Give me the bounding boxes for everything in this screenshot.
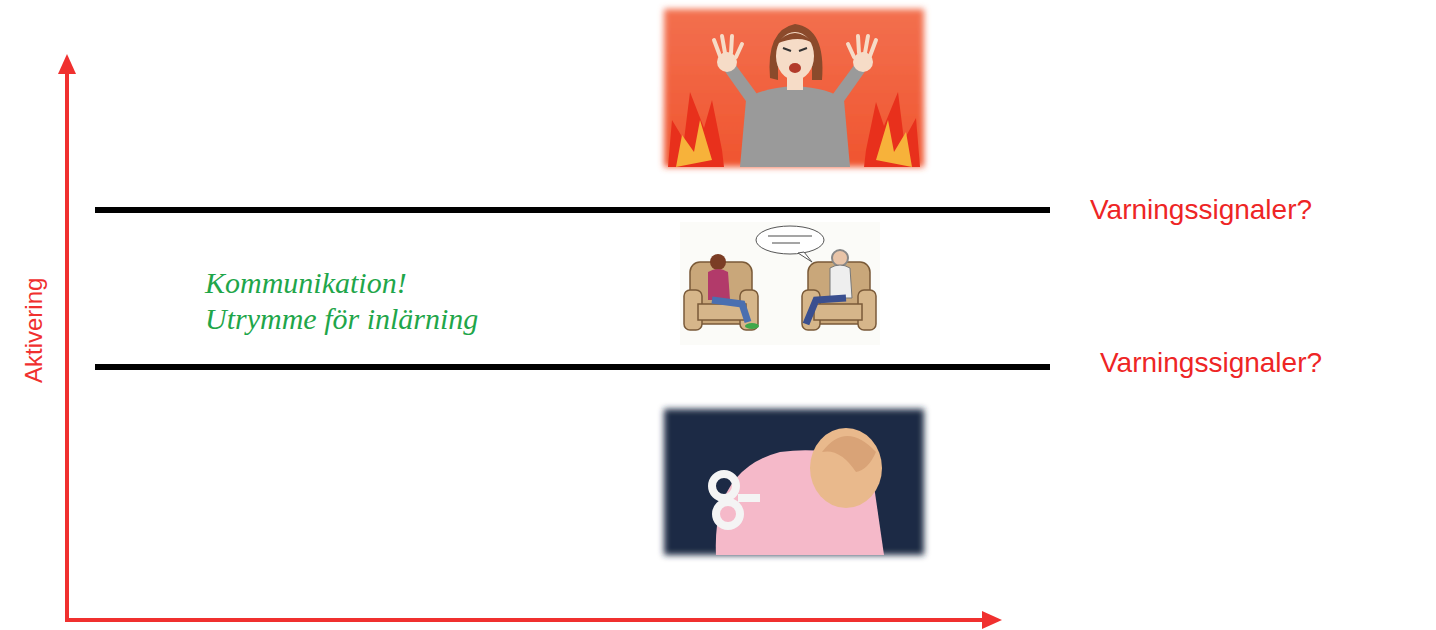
axis-title: Aktivering [22,277,46,382]
note-text: Kommunikation! [205,268,407,298]
warning-label: Varningssignaler? [1100,349,1322,377]
arrow-head [982,611,1002,629]
note-text: Utrymme för inlärning [205,304,478,334]
therapy-conversation-picture [680,222,880,345]
warning-label: Varningssignaler? [1090,196,1312,224]
y-axis [65,72,69,620]
x-axis [65,618,985,622]
upper-threshold-line [95,207,1050,213]
arrow-head [58,54,76,74]
lower-threshold-line [95,364,1050,370]
angry-person-picture [664,9,924,167]
exhausted-person-picture [664,409,924,555]
